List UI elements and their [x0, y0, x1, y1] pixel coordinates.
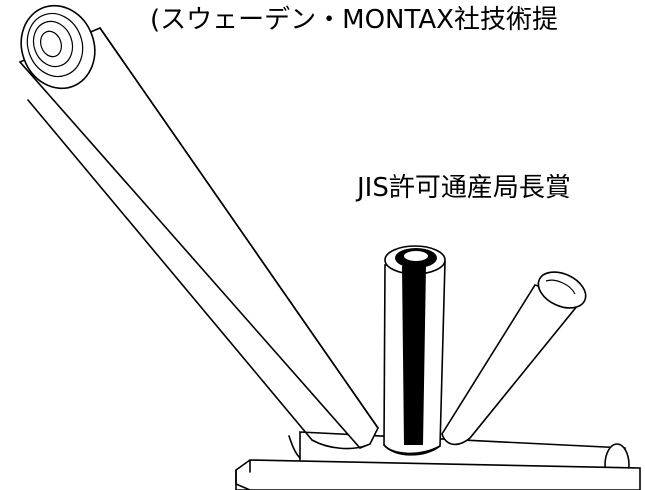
large-diagonal-tube	[18, 4, 379, 450]
caption-middle: JIS許可通産局長賞	[355, 173, 571, 203]
base-plate	[235, 459, 641, 490]
caption-top: (スウェーデン・MONTAX社技術提	[150, 5, 558, 35]
center-vertical-tube	[383, 245, 446, 456]
right-diagonal-tube	[441, 271, 587, 446]
